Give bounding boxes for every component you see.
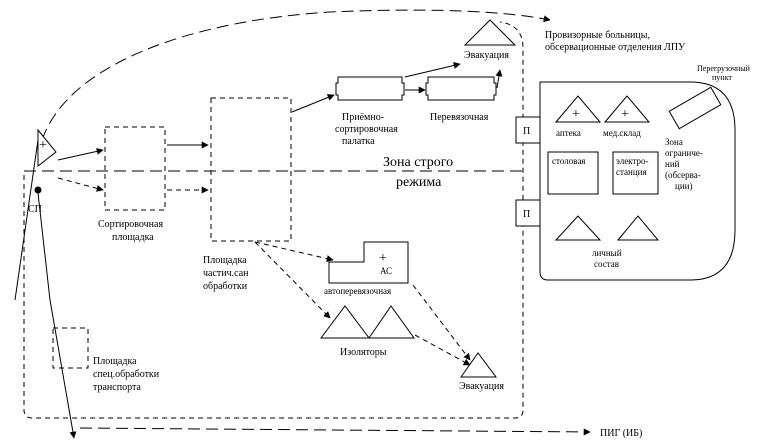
auto-dressing-plus-icon: + <box>379 251 387 266</box>
sp-triangle <box>37 128 57 168</box>
dressing-room <box>425 76 497 101</box>
route-to-pig <box>79 427 591 436</box>
sorting-area <box>104 126 166 211</box>
sorting-label-1: Сортировочная <box>98 219 163 230</box>
transfer-point-label-1: Перегрузочный <box>697 64 751 73</box>
sp-to-sorting-dashed-arrow <box>57 177 104 192</box>
sp-label: СП <box>28 204 42 215</box>
partial-label-3: обработки <box>203 281 248 292</box>
personnel-triangle-2 <box>616 215 660 241</box>
special-label-2: спец.обработки <box>93 369 160 380</box>
partial-to-isolators-arrow <box>254 241 331 319</box>
special-label-3: транспорта <box>93 382 141 393</box>
strict-zone-label-2: режима <box>396 175 442 190</box>
hospitals-label-1: Провизорные больницы, <box>545 30 650 41</box>
med-storage-label: мед.склад <box>603 128 641 138</box>
personnel-label-1: личный <box>592 248 622 258</box>
restricted-label-3: ний <box>665 159 680 169</box>
auto-dressing-shape <box>328 241 409 284</box>
restricted-label-4: (обсерва- <box>665 170 701 180</box>
partial-to-autodressing-arrow <box>254 241 334 262</box>
dressing-label: Перевязочная <box>430 112 489 123</box>
evacuation-bottom-triangle <box>460 352 497 378</box>
reception-to-evacuation-arrow <box>404 62 461 78</box>
checkpoint-2 <box>515 199 541 227</box>
power-station-box <box>612 151 659 195</box>
evacuation-bottom-label: Эвакуация <box>459 381 504 392</box>
checkpoint-1-label: П <box>523 126 530 137</box>
isolator-triangle-2 <box>368 305 415 339</box>
pig-label: ПИГ (ИБ) <box>600 428 642 439</box>
special-label-1: Площадка <box>93 356 137 367</box>
reception-tent <box>335 76 405 101</box>
sp-dot <box>34 186 42 194</box>
isolators-to-evacuation-arrow <box>414 334 471 366</box>
checkpoint-2-label: П <box>523 209 530 220</box>
restricted-label-2: ограниче- <box>665 148 703 158</box>
power-label-2: станция <box>616 167 647 177</box>
partial-to-reception-arrow <box>291 94 335 113</box>
checkpoint-1 <box>515 116 541 144</box>
reception-label-2: сортировочная <box>335 124 398 135</box>
med-storage-triangle <box>603 95 651 123</box>
sp-to-sorting-arrow <box>57 147 104 161</box>
transfer-point-label-2: пункт <box>712 73 732 82</box>
med-storage-plus-icon: + <box>621 107 629 122</box>
canteen-label: столовая <box>552 156 585 166</box>
dressing-to-evacuation-arrow <box>495 69 503 89</box>
hospitals-label-2: обсервационные отделения ЛПУ <box>545 42 686 53</box>
autodressing-to-evacuation-arrow <box>412 284 471 361</box>
pharmacy-label: аптека <box>556 128 581 138</box>
partial-label-2: частич.сан <box>203 268 249 279</box>
reception-label-3: палатка <box>342 136 375 147</box>
pharmacy-plus-icon: + <box>572 107 580 122</box>
power-label-1: электро- <box>616 156 648 166</box>
sp-plus-icon: + <box>39 138 47 153</box>
transfer-point-box <box>668 86 722 130</box>
as-label: АС <box>380 266 392 276</box>
special-treatment-area <box>52 327 89 369</box>
restricted-label-5: ции) <box>675 181 692 191</box>
restricted-zone <box>539 81 736 281</box>
evacuation-top-label: Эвакуация <box>464 50 509 61</box>
route-down-arrow <box>37 192 77 439</box>
isolator-triangle-1 <box>320 305 370 339</box>
personnel-label-2: состав <box>594 259 619 269</box>
evacuation-top-triangle <box>463 19 517 46</box>
route-from-sp-left <box>14 139 39 301</box>
isolators-label: Изоляторы <box>340 347 387 358</box>
route-to-hospitals <box>41 9 551 141</box>
pharmacy-triangle <box>554 95 602 123</box>
reception-label-1: Приёмно- <box>342 112 384 123</box>
canteen-box <box>547 151 599 195</box>
strict-zone-label-1: Зона строго <box>383 155 453 170</box>
restricted-label-1: Зона <box>665 137 683 147</box>
partial-label-1: Площадка <box>203 255 247 266</box>
auto-dressing-label: автоперевязочная <box>324 286 391 296</box>
partial-treatment-area <box>210 97 292 242</box>
sorting-label-2: площадка <box>112 232 154 243</box>
personnel-triangle-1 <box>554 215 602 241</box>
